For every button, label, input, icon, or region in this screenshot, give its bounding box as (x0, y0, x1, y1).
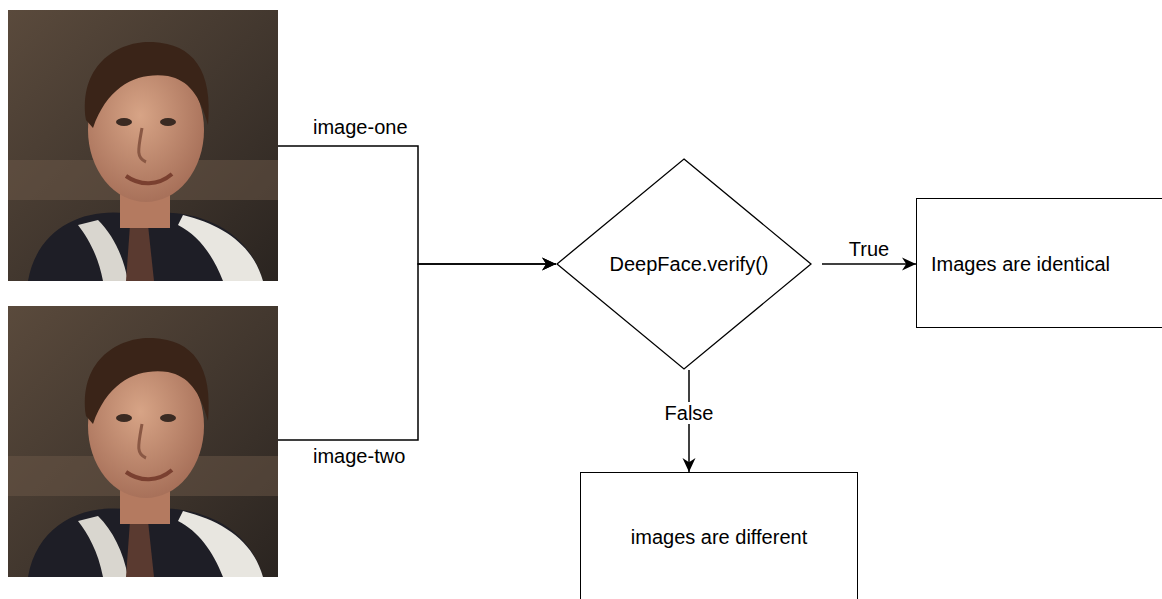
image-node: image-one (8, 10, 278, 281)
result-box: images are different (580, 472, 858, 599)
connector-arrow (278, 146, 556, 271)
decision-diamond: DeepFace.verify() (556, 158, 822, 370)
node-text: DeepFace.verify() (610, 252, 769, 276)
node-text: images are different (581, 525, 857, 549)
edge-label: True (848, 238, 890, 260)
image-label: image-one (312, 115, 409, 139)
image-node: image-two (8, 306, 278, 577)
edge-label: False (664, 402, 715, 424)
result-box: Images are identical (916, 198, 1162, 328)
image-label: image-two (312, 444, 406, 468)
connector-arrow (278, 258, 556, 441)
node-text: Images are identical (931, 252, 1110, 276)
